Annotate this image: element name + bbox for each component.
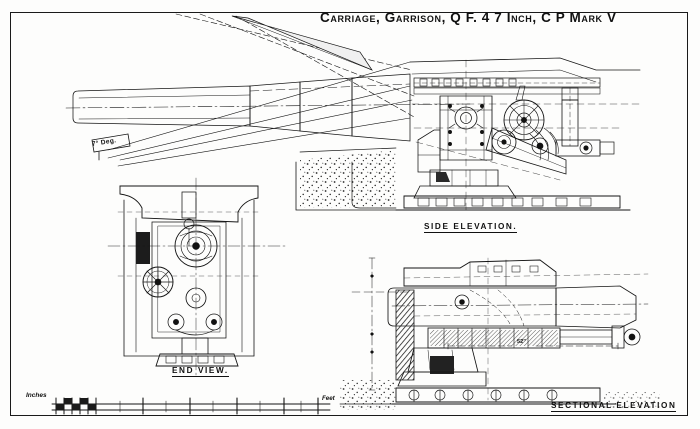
title-word-5: Inch, xyxy=(506,10,537,25)
title-word-1: Carriage, xyxy=(320,10,381,25)
title-word-6: C P xyxy=(541,10,566,25)
title-word-3: Q F. xyxy=(450,10,478,25)
sheet-border xyxy=(10,12,688,416)
ground-emplacement-top xyxy=(295,147,401,211)
dimension-label-52: 52" xyxy=(517,339,526,345)
angle-label-box xyxy=(91,133,131,161)
caption-end-view: END VIEW. xyxy=(172,366,229,377)
title-word-7: Mark V xyxy=(569,10,617,25)
end-view-group xyxy=(107,177,289,377)
drawing-title: Carriage, Garrison, Q F. 4 7 Inch, C P M… xyxy=(320,10,617,25)
gun-barrel-group xyxy=(65,73,471,142)
title-word-2: Garrison, xyxy=(384,10,446,25)
scale-label-feet: Feet xyxy=(322,395,335,402)
elevation-angle-lines xyxy=(107,13,417,167)
scale-label-inches: Inches xyxy=(26,392,47,399)
elevating-gear-assembly xyxy=(491,85,559,161)
sectional-elevation-group xyxy=(339,257,660,410)
side-elevation-carriage xyxy=(395,57,641,211)
recuperator-cylinder xyxy=(555,87,615,157)
caption-sectional-elevation: SECTIONAL ELEVATION xyxy=(551,401,677,412)
caption-side-elevation: SIDE ELEVATION. xyxy=(424,222,518,233)
scale-bar xyxy=(51,397,331,415)
title-word-4: 4 7 xyxy=(481,10,503,25)
